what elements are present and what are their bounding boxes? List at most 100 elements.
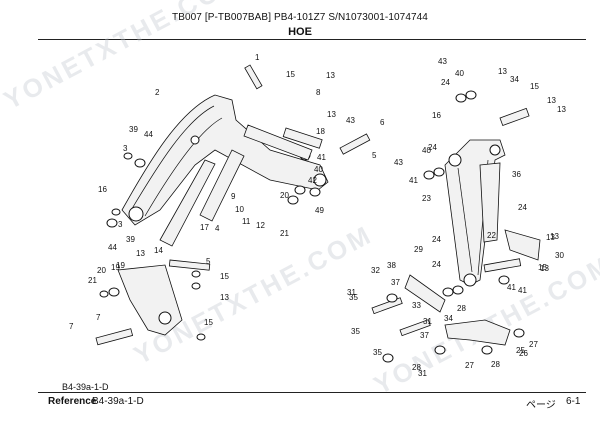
- arm-plate: [199, 149, 245, 222]
- part-callout-15: 15: [538, 263, 547, 272]
- part-callout-12: 12: [256, 221, 265, 230]
- part-callout-33: 33: [412, 301, 421, 310]
- part-callout-13: 13: [326, 71, 335, 80]
- part-callout-34: 34: [510, 75, 519, 84]
- part-callout-16: 16: [98, 185, 107, 194]
- part-callout-15: 15: [286, 70, 295, 79]
- part-callout-13: 13: [498, 67, 507, 76]
- part-callout-32: 32: [371, 266, 380, 275]
- part-callout-16: 16: [432, 111, 441, 120]
- part-callout-23: 23: [422, 194, 431, 203]
- part-callout-13: 13: [540, 264, 549, 273]
- part-callout-31: 31: [423, 317, 432, 326]
- part-callout-2: 2: [155, 88, 160, 97]
- boom-cylinder: [159, 159, 216, 247]
- part-callout-44: 44: [108, 243, 117, 252]
- footer-divider: [38, 392, 586, 393]
- link-30: [504, 229, 541, 261]
- watermark-group: YONETXTHE.COM YONETXTHE.COM YONETXTHE.CO…: [0, 0, 600, 400]
- part-callout-26: 26: [519, 349, 528, 358]
- part-callout-42: 42: [308, 176, 317, 185]
- pin-6: [339, 133, 371, 155]
- part-callout-15: 15: [204, 318, 213, 327]
- part-callout-13: 13: [547, 96, 556, 105]
- hoe-cylinder-rod: [243, 124, 313, 161]
- part-callout-35: 35: [351, 327, 360, 336]
- part-callout-7: 7: [96, 313, 101, 322]
- part-callout-13: 13: [546, 233, 555, 242]
- pin-33: [371, 297, 403, 315]
- swing-bracket: [117, 264, 183, 336]
- part-callout-37: 37: [420, 331, 429, 340]
- part-callout-24: 24: [428, 143, 437, 152]
- part-callout-28: 28: [491, 360, 500, 369]
- part-callout-35: 35: [373, 348, 382, 357]
- reference-code: B4-39a-1-D: [92, 396, 144, 407]
- pin-18: [282, 127, 323, 149]
- part-callout-3: 3: [123, 144, 128, 153]
- part-callout-29: 29: [414, 245, 423, 254]
- part-callout-8: 8: [316, 88, 321, 97]
- part-callout-13: 13: [327, 110, 336, 119]
- part-callout-14: 14: [154, 246, 163, 255]
- part-callout-28: 28: [412, 363, 421, 372]
- part-callout-38: 38: [387, 261, 396, 270]
- part-callout-43: 43: [394, 158, 403, 167]
- part-callout-40: 40: [422, 146, 431, 155]
- part-callout-7: 7: [69, 322, 74, 331]
- part-callout-39: 39: [126, 235, 135, 244]
- part-callout-27: 27: [529, 340, 538, 349]
- part-callout-30: 30: [555, 251, 564, 260]
- part-callout-43: 43: [346, 116, 355, 125]
- part-callout-24: 24: [432, 235, 441, 244]
- part-callout-22: 22: [487, 231, 496, 240]
- part-callout-15: 15: [220, 272, 229, 281]
- part-callout-5: 5: [206, 257, 211, 266]
- arm-assembly: [371, 90, 541, 363]
- part-callout-5: 5: [372, 151, 377, 160]
- part-callout-41: 41: [518, 286, 527, 295]
- pin-41: [483, 258, 522, 273]
- part-callout-44: 44: [144, 130, 153, 139]
- part-callout-18: 18: [316, 127, 325, 136]
- part-callout-28: 28: [457, 304, 466, 313]
- part-callout-13: 13: [220, 293, 229, 302]
- part-callout-19: 19: [111, 263, 120, 272]
- link-29: [404, 274, 446, 313]
- pin-1: [244, 64, 263, 90]
- boom-body: [121, 94, 329, 226]
- part-callout-39: 39: [129, 125, 138, 134]
- part-callout-24: 24: [441, 78, 450, 87]
- part-callout-21: 21: [88, 276, 97, 285]
- part-callout-13: 13: [557, 105, 566, 114]
- part-callout-49: 49: [315, 206, 324, 215]
- part-callout-13: 13: [136, 249, 145, 258]
- part-callout-36: 36: [512, 170, 521, 179]
- page-number: 6-1: [566, 396, 581, 407]
- pin-34: [499, 107, 530, 127]
- part-callout-15: 15: [530, 82, 539, 91]
- part-callout-27: 27: [465, 361, 474, 370]
- pin-5: [168, 259, 211, 271]
- section-title: HOE: [288, 26, 312, 38]
- boom-foot-pin: [128, 206, 144, 222]
- part-callout-35: 35: [349, 293, 358, 302]
- part-callout-37: 37: [391, 278, 400, 287]
- part-callout-31: 31: [418, 369, 427, 378]
- figure-ref: B4-39a-1-D: [62, 382, 109, 392]
- part-callout-20: 20: [280, 191, 289, 200]
- pin-28: [399, 319, 431, 337]
- boom-assembly: [95, 64, 371, 346]
- part-callout-1: 1: [255, 53, 260, 62]
- part-callout-40: 40: [455, 69, 464, 78]
- part-callout-6: 6: [380, 118, 385, 127]
- part-callout-43: 43: [438, 57, 447, 66]
- page-title: TB007 [P-TB007BAB] PB4-101Z7 S/N1073001-…: [172, 12, 428, 23]
- part-callout-31: 31: [347, 288, 356, 297]
- part-callout-41: 41: [507, 283, 516, 292]
- part-callout-10: 10: [235, 205, 244, 214]
- part-callout-41: 41: [409, 176, 418, 185]
- part-callout-41: 41: [317, 153, 326, 162]
- bucket-cylinder: [479, 162, 501, 243]
